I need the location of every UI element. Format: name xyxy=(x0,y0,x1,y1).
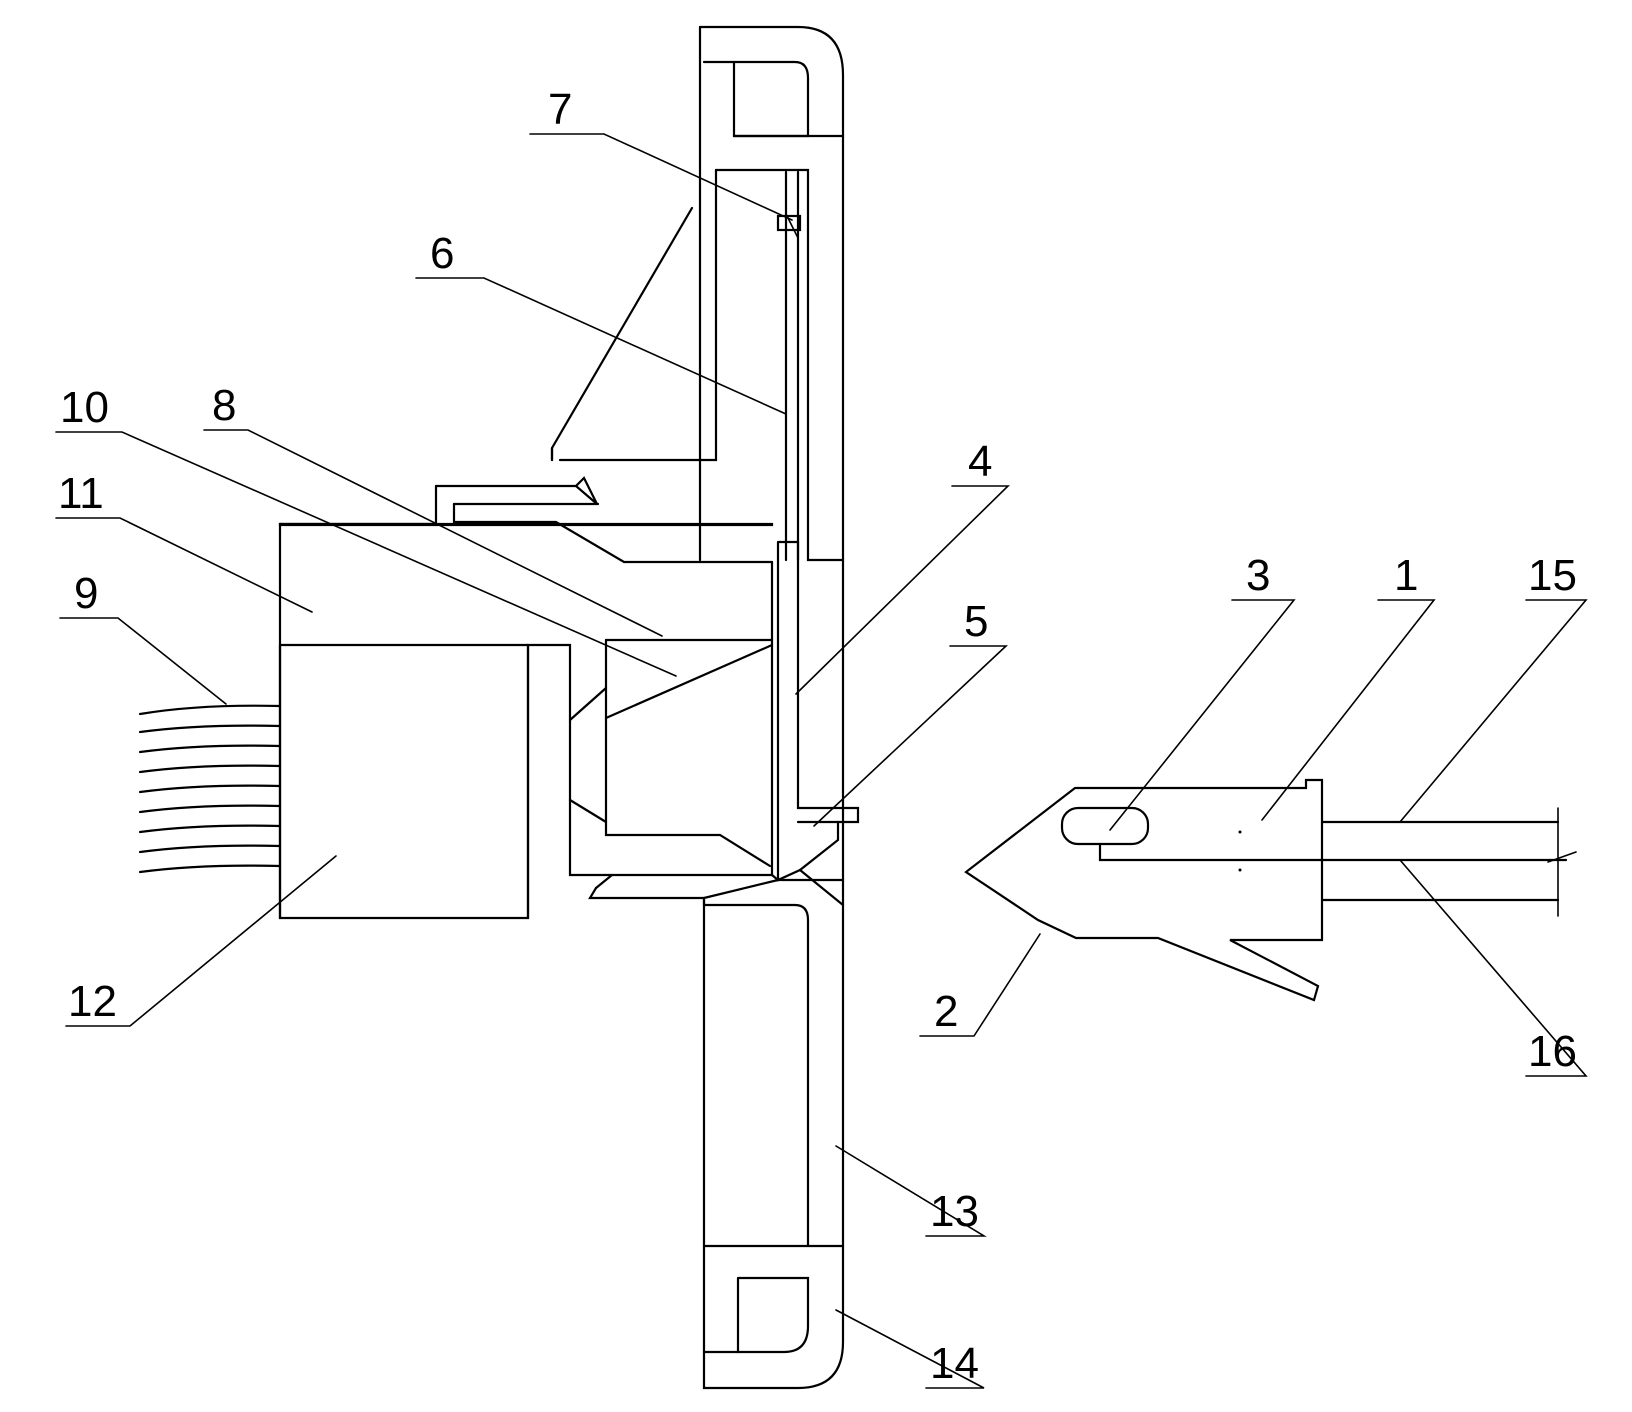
housing-plate xyxy=(558,25,845,1390)
callout-11: 11 xyxy=(58,469,104,518)
callout-2: 2 xyxy=(934,987,958,1036)
callout-3: 3 xyxy=(1246,551,1270,600)
latch-lever xyxy=(776,540,860,907)
callout-1: 1 xyxy=(1394,551,1418,600)
leader-lines xyxy=(55,133,1588,1389)
callout-8: 8 xyxy=(212,381,236,430)
callout-13: 13 xyxy=(930,1187,979,1236)
callout-12: 12 xyxy=(68,977,117,1026)
callout-6: 6 xyxy=(430,229,454,278)
wire-bundle xyxy=(138,704,282,874)
plug-assembly xyxy=(964,778,1577,1002)
callout-14: 14 xyxy=(930,1339,979,1388)
callout-9: 9 xyxy=(74,569,98,618)
callout-5: 5 xyxy=(964,597,988,646)
connector-body xyxy=(278,522,774,920)
pin-head xyxy=(776,214,802,232)
inner-box xyxy=(568,560,774,877)
upper-bracket xyxy=(278,206,774,564)
plug-slot xyxy=(1060,806,1150,846)
callout-4: 4 xyxy=(968,437,992,486)
pin-assembly xyxy=(776,170,802,562)
callout-labels: 7 6 10 8 11 9 12 4 5 3 1 15 16 2 13 14 xyxy=(58,85,1577,1388)
callout-16: 16 xyxy=(1528,1027,1577,1076)
callout-7: 7 xyxy=(548,85,572,134)
bottom-ledge xyxy=(588,873,780,907)
callout-15: 15 xyxy=(1528,551,1577,600)
callout-10: 10 xyxy=(60,383,109,432)
